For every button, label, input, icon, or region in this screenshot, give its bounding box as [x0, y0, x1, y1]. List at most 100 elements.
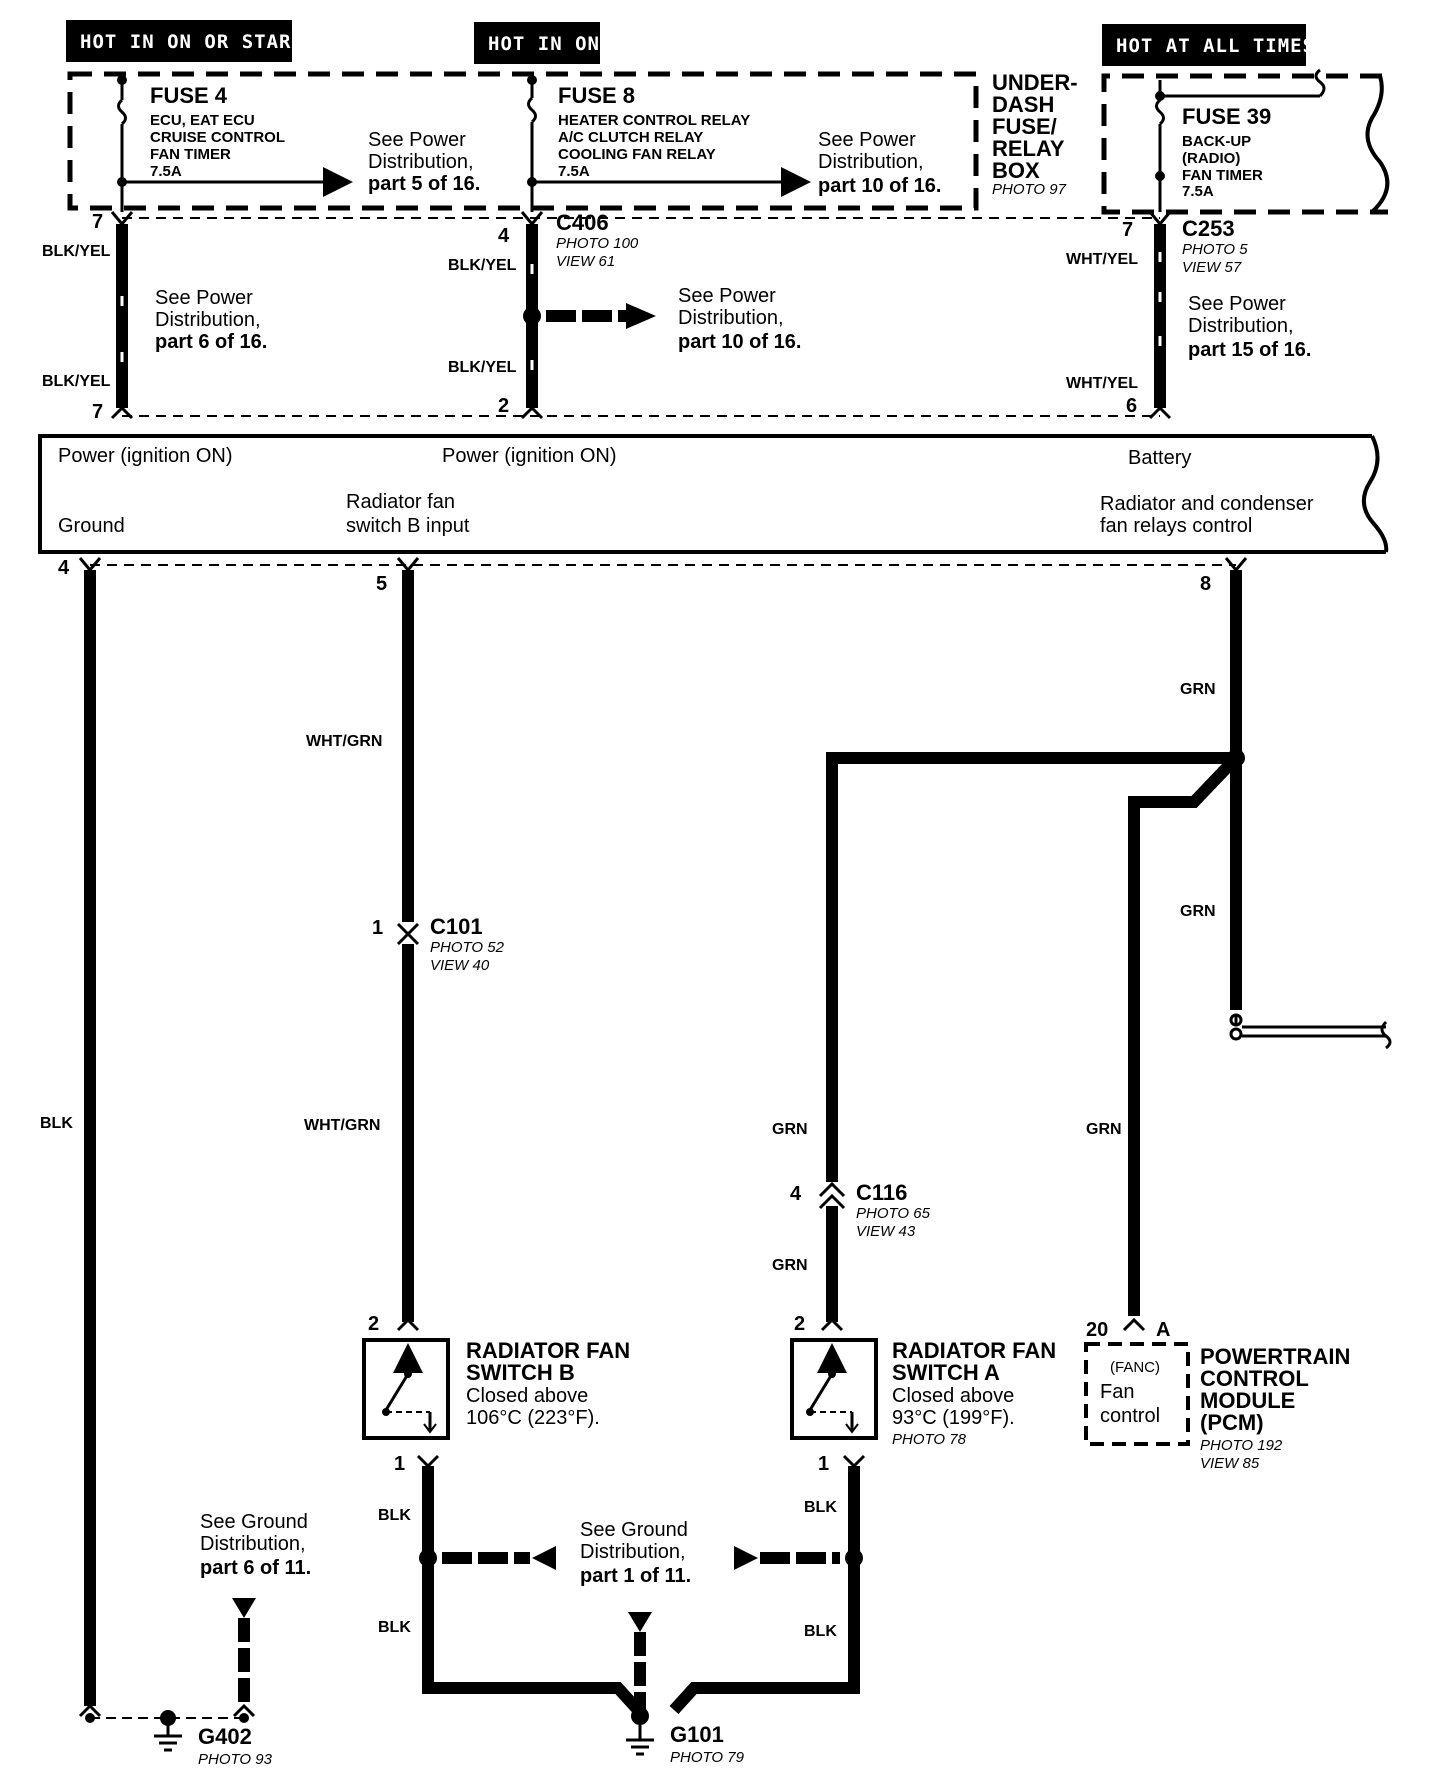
ground-g101-name: G101: [670, 1722, 724, 1747]
svg-text:1: 1: [394, 1453, 405, 1475]
connector-c101: C101 PHOTO 52 VIEW 40: [430, 914, 505, 974]
connector-c116-photo: PHOTO 65: [856, 1205, 931, 1222]
wire-grn-pin8: 8 GRN GRN GRN GRN GRN: [772, 557, 1392, 1316]
fuse-4: FUSE 4 ECU, EAT ECU CRUISE CONTROL FAN T…: [117, 75, 353, 212]
ref-power-dist-part-10-middle: See Power Distribution, part 10 of 16.: [678, 285, 801, 353]
connector-c406-name: C406: [556, 210, 609, 235]
pcm-photo: PHOTO 192: [1200, 1437, 1283, 1454]
switch-b-title-1: RADIATOR FAN: [466, 1338, 630, 1363]
fuse-8-line-4: 7.5A: [558, 163, 590, 180]
svg-text:1: 1: [372, 917, 383, 939]
svg-text:GRN: GRN: [1180, 681, 1216, 698]
switch-a-title-2: SWITCH A: [892, 1360, 1000, 1385]
pcm-inner-control: control: [1100, 1405, 1160, 1427]
header-hot-in-on: HOT IN ON: [474, 22, 600, 64]
switch-b-desc-1: Closed above: [466, 1385, 588, 1407]
ground-g402: G402 PHOTO 93: [85, 1598, 273, 1768]
svg-text:part 10 of 16.: part 10 of 16.: [818, 175, 941, 197]
svg-text:See Ground: See Ground: [200, 1511, 308, 1533]
svg-text:Distribution,: Distribution,: [200, 1533, 306, 1555]
svg-text:See Ground: See Ground: [580, 1519, 688, 1541]
header-hot-at-all-times-text: HOT AT ALL TIMES: [1116, 35, 1315, 57]
svg-text:WHT/YEL: WHT/YEL: [1066, 375, 1138, 392]
fuse-box-line-3: FUSE/: [992, 114, 1057, 139]
svg-text:WHT/YEL: WHT/YEL: [1066, 251, 1138, 268]
ref-power-dist-part-6: See Power Distribution, part 6 of 16.: [155, 287, 267, 353]
fuse-box-line-2: DASH: [992, 92, 1054, 117]
svg-text:BLK: BLK: [378, 1619, 411, 1636]
connector-c116-name: C116: [856, 1180, 907, 1205]
svg-text:BLK: BLK: [40, 1115, 73, 1132]
fuse-8: FUSE 8 HEATER CONTROL RELAY A/C CLUTCH R…: [527, 75, 811, 212]
radiator-fan-switch-a: RADIATOR FAN SWITCH A Closed above 93°C …: [790, 1338, 1056, 1448]
fan-timer-box-labels: Power (ignition ON) Power (ignition ON) …: [58, 445, 1314, 537]
wire-blk-switch-a-ground: 1 BLK BLK: [669, 1453, 866, 1715]
fan-timer-switch-b-input-1: Radiator fan: [346, 491, 455, 513]
fuse-4-title: FUSE 4: [150, 83, 228, 108]
fuse-39-symbol: [1155, 98, 1165, 126]
switch-a-desc-2: 93°C (199°F).: [892, 1407, 1015, 1429]
svg-text:part 1 of 11.: part 1 of 11.: [580, 1565, 691, 1587]
svg-text:Distribution,: Distribution,: [155, 309, 261, 331]
fuse-8-title: FUSE 8: [558, 83, 635, 108]
svg-text:A: A: [1156, 1319, 1170, 1341]
pcm-title-2: CONTROL: [1200, 1366, 1309, 1391]
wire-wht-yel-right: 7 6 WHT/YEL WHT/YEL: [1066, 211, 1172, 420]
fuse-39-box-break: [1365, 75, 1390, 214]
svg-text:7: 7: [92, 401, 103, 423]
connector-c253-view: VIEW 57: [1182, 259, 1242, 276]
svg-text:See Power: See Power: [818, 129, 916, 151]
fuse-8-line-1: HEATER CONTROL RELAY: [558, 112, 750, 129]
fuse-8-symbol: [527, 96, 537, 124]
fuse-8-line-2: A/C CLUTCH RELAY: [558, 129, 703, 146]
svg-text:20: 20: [1086, 1319, 1108, 1341]
svg-text:GRN: GRN: [772, 1121, 808, 1138]
connector-c101-photo: PHOTO 52: [430, 939, 505, 956]
header-hot-in-on-or-start-text: HOT IN ON OR START: [80, 31, 304, 53]
ground-g101: G101 PHOTO 79: [626, 1707, 745, 1766]
fuse-4-symbol: [117, 98, 127, 126]
ref-ground-dist-part-6: See Ground Distribution, part 6 of 11.: [200, 1511, 311, 1579]
connector-c253: C253 PHOTO 5 VIEW 57: [1182, 216, 1248, 276]
header-hot-in-on-text: HOT IN ON: [488, 33, 600, 55]
connector-c253-photo: PHOTO 5: [1182, 241, 1248, 258]
powertrain-control-module: (FANC) Fan control 20 A POWERTRAIN CONTR…: [1084, 1317, 1350, 1472]
svg-text:part 6 of 16.: part 6 of 16.: [155, 331, 267, 353]
ref-power-dist-part-10-top: See Power Distribution, part 10 of 16.: [818, 129, 941, 197]
svg-text:Distribution,: Distribution,: [678, 307, 784, 329]
wire-blk-yel-left: 7 7 BLK/YEL BLK/YEL: [42, 211, 134, 423]
header-hot-at-all-times: HOT AT ALL TIMES: [1102, 24, 1315, 66]
svg-text:See Power: See Power: [155, 287, 253, 309]
svg-text:1: 1: [818, 1453, 829, 1475]
fuse-box-line-5: BOX: [992, 158, 1040, 183]
switch-a-title-1: RADIATOR FAN: [892, 1338, 1056, 1363]
svg-text:GRN: GRN: [772, 1257, 808, 1274]
fan-timer-pin-battery: Battery: [1128, 447, 1191, 469]
fuse-box-line-1: UNDER-: [992, 70, 1078, 95]
svg-text:part 15 of 16.: part 15 of 16.: [1188, 339, 1311, 361]
fuse-box-photo: PHOTO 97: [992, 181, 1067, 198]
under-dash-fuse-box-outline: [67, 71, 979, 211]
connector-c253-name: C253: [1182, 216, 1235, 241]
pcm-inner-fan: Fan: [1100, 1381, 1134, 1403]
pcm-view: VIEW 85: [1200, 1455, 1260, 1472]
fuse-4-line-3: FAN TIMER: [150, 146, 231, 163]
radiator-fan-switch-b: RADIATOR FAN SWITCH B Closed above 106°C…: [362, 1338, 630, 1440]
svg-text:part 5 of 16.: part 5 of 16.: [368, 173, 480, 195]
fan-timer-pin-power-mid: Power (ignition ON): [442, 445, 617, 467]
fuse-39-line-1: BACK-UP: [1182, 133, 1251, 150]
wire-blk-switch-b-ground: 1 BLK BLK: [378, 1453, 643, 1715]
connector-c116-view: VIEW 43: [856, 1223, 916, 1240]
switch-a-desc-1: Closed above: [892, 1385, 1014, 1407]
svg-text:WHT/GRN: WHT/GRN: [304, 1117, 380, 1134]
fan-timer-box-break: [1362, 435, 1389, 553]
fuse-4-line-4: 7.5A: [150, 163, 182, 180]
fuse-box-label: UNDER- DASH FUSE/ RELAY BOX PHOTO 97: [992, 70, 1078, 198]
pcm-inner-fanc: (FANC): [1110, 1359, 1160, 1376]
fuse-39-line-2: (RADIO): [1182, 150, 1240, 167]
svg-text:7: 7: [92, 211, 103, 233]
svg-text:GRN: GRN: [1180, 903, 1216, 920]
svg-text:2: 2: [368, 1313, 379, 1335]
fan-timer-box-outline: [38, 434, 1386, 554]
